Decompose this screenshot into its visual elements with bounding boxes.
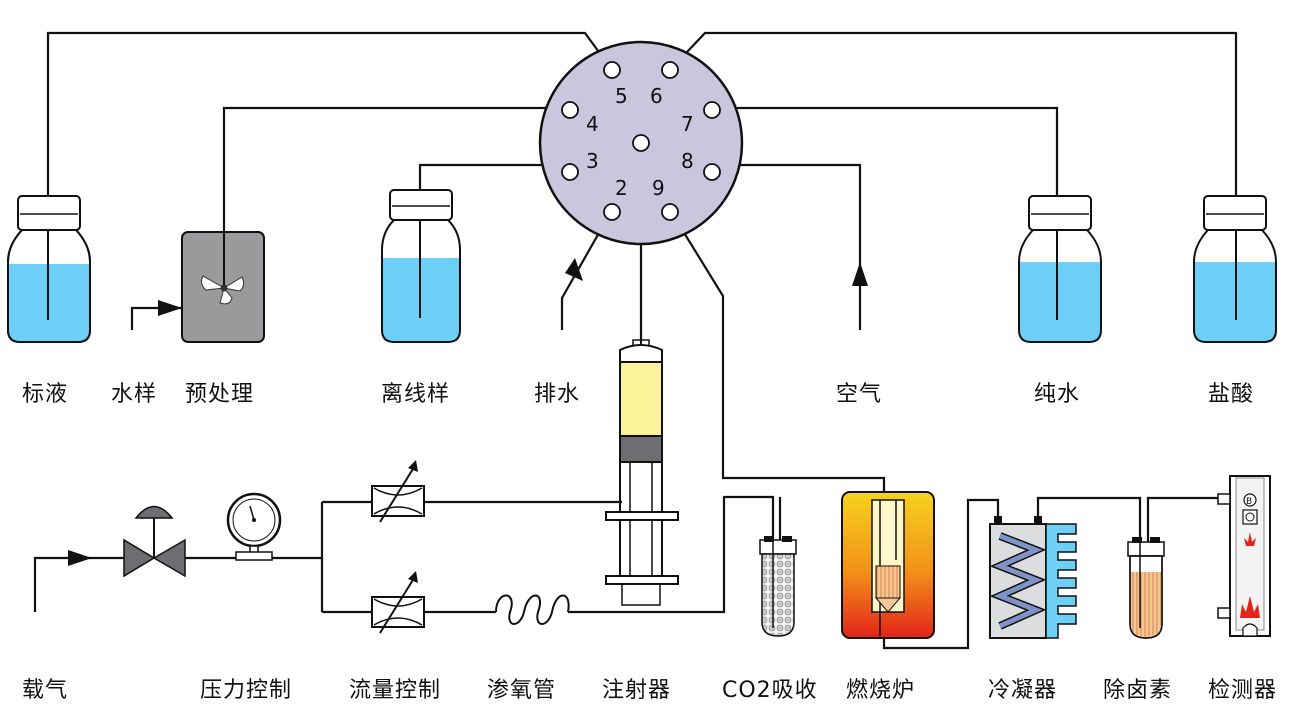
label-syringe: 注射器 <box>602 678 672 703</box>
label-drain: 排水 <box>534 382 581 407</box>
line-furnace-condenser <box>882 498 1000 650</box>
port-label-6: 6 <box>650 84 663 108</box>
co2-absorber <box>759 536 797 637</box>
label-carrier-gas: 载气 <box>22 678 69 703</box>
line-port7-purewater <box>712 106 1059 196</box>
label-hcl: 盐酸 <box>1208 382 1255 407</box>
label-furnace: 燃烧炉 <box>846 678 916 703</box>
label-air: 空气 <box>836 382 883 407</box>
port-label-2: 2 <box>615 176 628 200</box>
label-pressure-control: 压力控制 <box>200 678 293 703</box>
line-port6-hcl <box>669 31 1238 196</box>
label-pretreatment: 预处理 <box>185 382 255 407</box>
port-label-4: 4 <box>586 112 599 136</box>
bottle-hcl <box>1193 195 1277 343</box>
line-water-inlet <box>130 306 182 330</box>
bottle-standard <box>7 195 91 343</box>
arrow-drain <box>565 258 583 281</box>
bottle-purewater <box>1018 195 1102 343</box>
line-port8-air <box>712 163 862 330</box>
label-permeation-tube: 渗氧管 <box>487 678 557 703</box>
label-condenser: 冷凝器 <box>988 678 1058 703</box>
label-water-sample: 水样 <box>111 382 158 407</box>
label-standard: 标液 <box>22 382 69 407</box>
port-label-9: 9 <box>652 176 665 200</box>
detector-b-letter: B <box>1246 497 1252 507</box>
halogen-removal <box>1127 537 1165 639</box>
syringe <box>605 336 679 606</box>
line-port5-standard <box>46 31 613 196</box>
port-5 <box>603 61 621 79</box>
condenser <box>989 516 1077 639</box>
flame-icon-lower <box>1240 596 1260 618</box>
rotary-valve: 5 6 4 7 3 8 2 9 <box>538 40 744 246</box>
permeation-coil <box>495 594 570 625</box>
needle-valve <box>123 505 186 578</box>
line-halogen-detector <box>1146 496 1222 542</box>
arrow-carrier <box>68 550 92 566</box>
port-6 <box>661 61 679 79</box>
label-halogen-removal: 除卤素 <box>1103 678 1173 703</box>
line-port2-drain <box>560 209 613 330</box>
port-label-7: 7 <box>681 112 694 136</box>
label-flow-control: 流量控制 <box>349 678 442 703</box>
port-label-8: 8 <box>681 149 694 173</box>
line-condenser-halogen <box>1036 496 1142 542</box>
port-4 <box>561 101 579 119</box>
tubing-lines <box>46 31 1238 500</box>
flow-controller-2 <box>371 571 425 634</box>
line-carrier-in <box>33 556 125 612</box>
port-label-3: 3 <box>586 149 599 173</box>
label-co2-absorb: CO2吸收 <box>722 678 818 703</box>
line-port9-furnace <box>669 209 886 500</box>
label-detector: 检测器 <box>1208 678 1278 703</box>
combustion-furnace <box>841 491 935 639</box>
port-8 <box>703 163 721 181</box>
line-port3-offline <box>418 163 570 196</box>
port-7 <box>703 101 721 119</box>
pretreatment-unit <box>181 231 265 343</box>
label-offline-sample: 离线样 <box>381 382 451 407</box>
arrow-water-in <box>158 300 182 316</box>
label-pure-water: 纯水 <box>1034 382 1081 407</box>
port-label-5: 5 <box>615 84 628 108</box>
gas-lines <box>33 495 1222 650</box>
port-9 <box>661 203 679 221</box>
fan-icon <box>201 275 245 305</box>
port-3 <box>561 163 579 181</box>
detector: B <box>1217 475 1271 637</box>
valve-ports <box>561 61 721 221</box>
port-2 <box>603 203 621 221</box>
line-coil-co2 <box>568 495 775 614</box>
flow-controller-1 <box>371 460 425 523</box>
bottle-offline <box>381 189 461 343</box>
flame-icon-upper <box>1244 532 1256 546</box>
port-center <box>632 134 650 152</box>
pressure-gauge <box>226 492 282 561</box>
arrow-air <box>852 262 868 286</box>
